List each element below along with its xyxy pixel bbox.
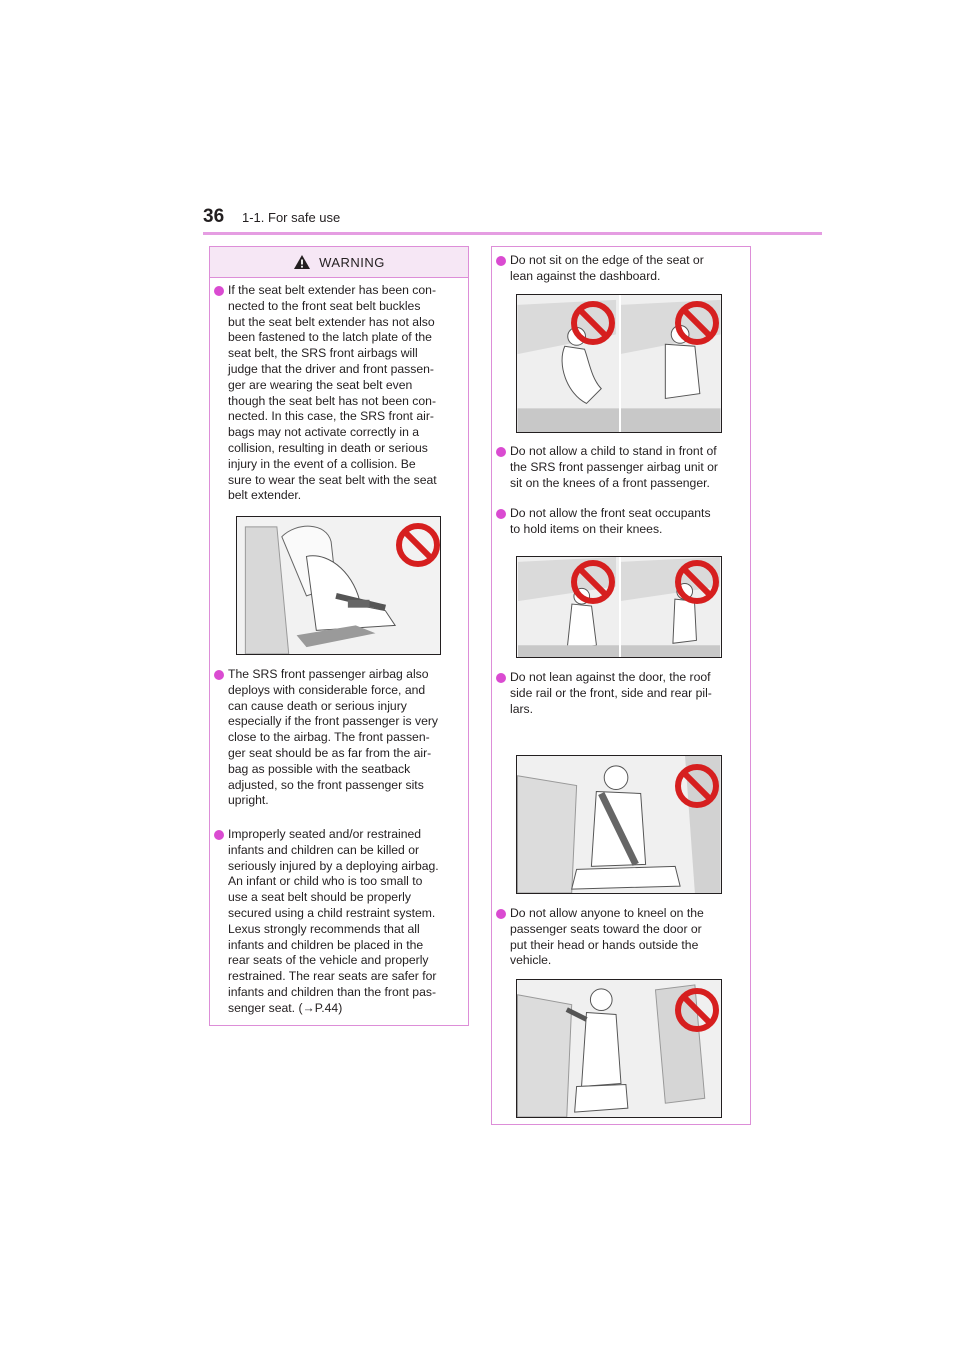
prohibited-icon xyxy=(396,523,440,567)
bullet-dot xyxy=(214,286,224,296)
bullet-dot xyxy=(496,909,506,919)
list-item: If the seat belt extender has been con- … xyxy=(214,283,466,504)
bullet-text: Do not allow the front seat occupants to… xyxy=(510,506,711,536)
prohibited-icon xyxy=(675,301,719,345)
kneeling-passenger-illustration xyxy=(517,980,721,1117)
bullet-dot xyxy=(496,447,506,457)
bullet-text: Do not allow anyone to kneel on the pass… xyxy=(510,906,704,968)
bullet-text: Improperly seated and/or restrained infa… xyxy=(228,827,439,1015)
bullet-dot xyxy=(214,670,224,680)
bullet-dot xyxy=(496,509,506,519)
illustration-divider xyxy=(619,295,621,432)
list-item: Do not allow the front seat occupants to… xyxy=(496,506,748,538)
list-item: Do not allow anyone to kneel on the pass… xyxy=(496,906,748,969)
bullet-text: Do not allow a child to stand in front o… xyxy=(510,444,718,490)
illustration-seat-belt-extender xyxy=(236,516,441,655)
prohibited-icon xyxy=(675,764,719,808)
bullet-text: Do not lean against the door, the roof s… xyxy=(510,670,712,716)
prohibited-icon xyxy=(571,301,615,345)
illustration-seat-edge xyxy=(516,294,722,433)
section-title: 1-1. For safe use xyxy=(242,210,341,225)
illustration-divider xyxy=(619,557,621,657)
list-item: Improperly seated and/or restrained infa… xyxy=(214,827,466,1017)
page-number: 36 xyxy=(203,206,225,227)
prohibited-icon xyxy=(571,560,615,604)
illustration-door-lean xyxy=(516,755,722,894)
bullet-text: The SRS front passenger airbag also depl… xyxy=(228,667,438,808)
list-item: Do not lean against the door, the roof s… xyxy=(496,670,748,717)
list-item: Do not sit on the edge of the seat or le… xyxy=(496,253,748,285)
prohibited-icon xyxy=(675,560,719,604)
bullet-dot xyxy=(496,256,506,266)
header-divider xyxy=(203,232,822,235)
warning-triangle-icon xyxy=(294,255,311,269)
bullet-text: Do not sit on the edge of the seat or le… xyxy=(510,253,704,283)
door-pillar-illustration xyxy=(517,756,721,893)
list-item: The SRS front passenger airbag also depl… xyxy=(214,667,466,809)
bullet-dot xyxy=(214,830,224,840)
bullet-text: If the seat belt extender has been con- … xyxy=(228,283,437,503)
prohibited-icon xyxy=(675,988,719,1032)
seated-passenger-illustration xyxy=(237,517,440,654)
warning-header: WARNING xyxy=(210,247,468,278)
warning-label: WARNING xyxy=(319,254,385,270)
bullet-dot xyxy=(496,673,506,683)
list-item: Do not allow a child to stand in front o… xyxy=(496,444,748,491)
